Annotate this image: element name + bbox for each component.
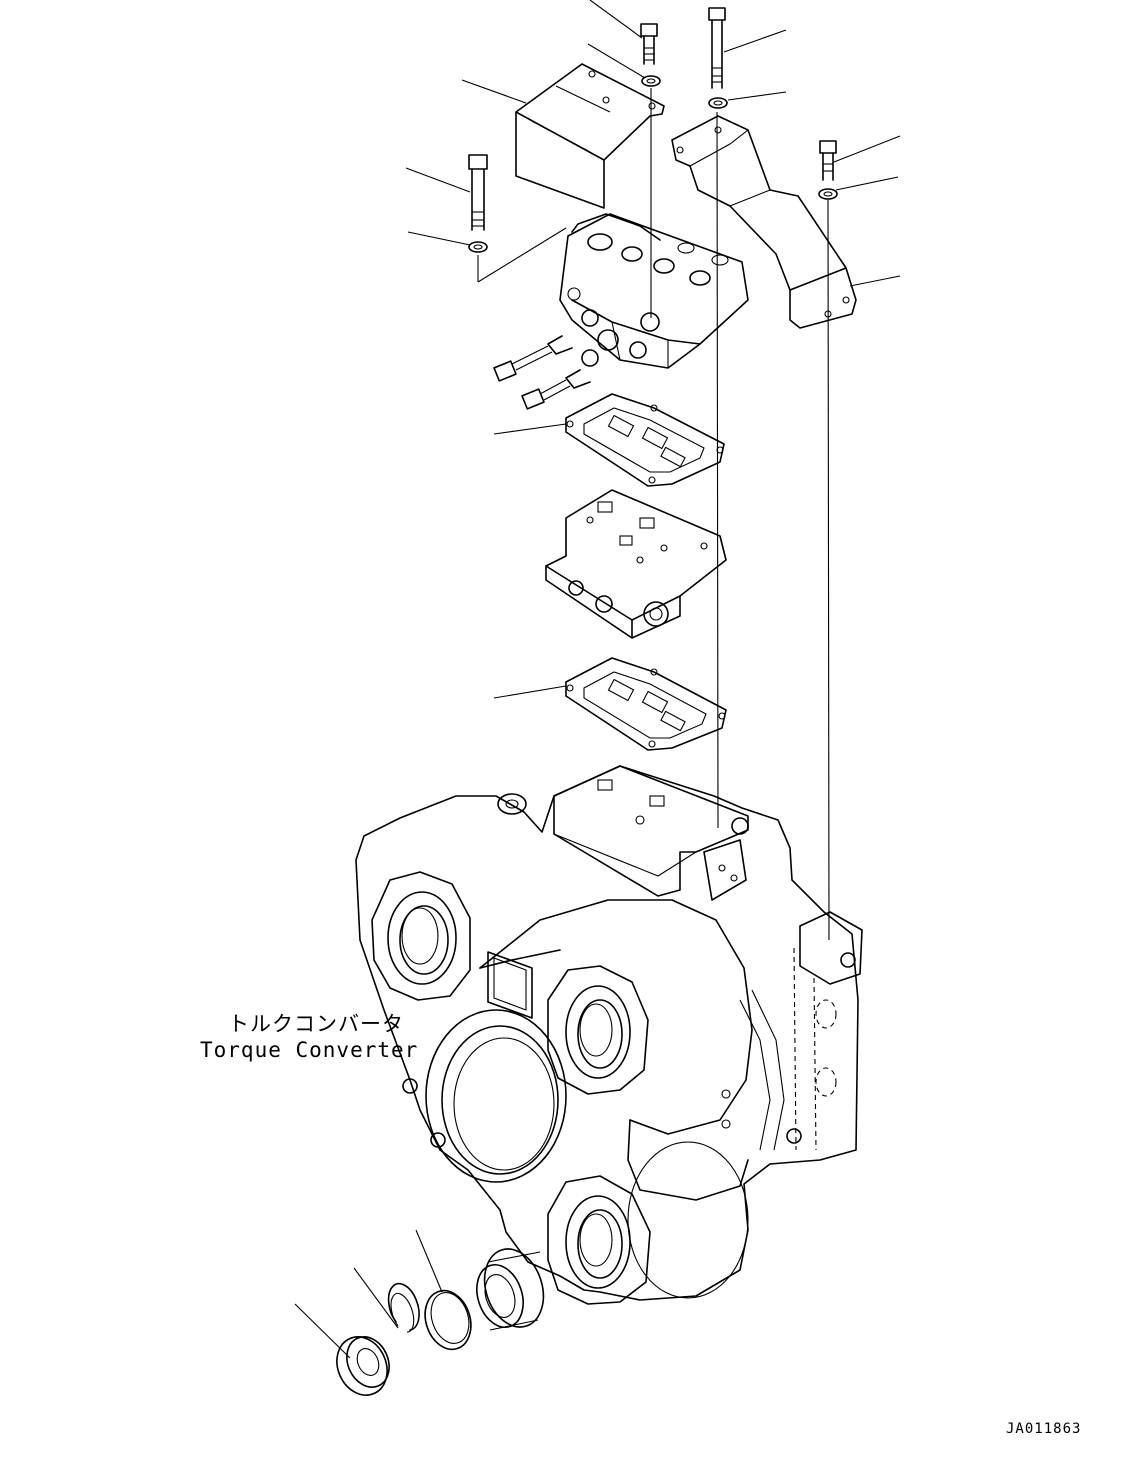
snap-ring-icon: [424, 1289, 472, 1351]
washer-icon: [708, 97, 728, 109]
bearing-icon: [476, 1248, 545, 1331]
bolt-icon: [708, 7, 726, 89]
washer-icon: [641, 75, 661, 87]
leader-line-washer-top-mid: [727, 91, 787, 101]
seal-icon: [336, 1336, 390, 1396]
washer-icon: [468, 241, 488, 253]
leader-line-bolt-right: [833, 135, 901, 163]
leader-line-seal: [294, 1303, 351, 1359]
fasteners: [468, 7, 838, 253]
leader-lines: [294, 0, 901, 1359]
torque-converter-label-en: Torque Converter: [200, 1038, 419, 1062]
leader-line-snap-ring: [353, 1267, 399, 1329]
snap-ring-icon: [387, 1282, 420, 1333]
bolt-icon: [640, 23, 658, 65]
leader-line-washer-right: [835, 176, 899, 191]
leader-line-washer-top-left: [587, 43, 646, 79]
leader-line-cover-left: [461, 79, 527, 104]
leader-line-washer-left: [407, 231, 471, 246]
bolt-icon: [468, 154, 488, 231]
valve-icon: [493, 213, 749, 410]
gasket-icon: [565, 393, 725, 487]
torque-converter-label-jp: トルクコンバータ: [228, 1012, 404, 1036]
leader-line-bolt-top-mid: [723, 29, 787, 53]
drawing-code: JA011863: [1006, 1421, 1082, 1437]
axis-left-bolt-link: [477, 227, 567, 283]
washer-icon: [818, 188, 838, 200]
leader-line-ring: [415, 1229, 443, 1293]
leader-line-gasket-upper: [493, 423, 567, 435]
bracket-icon: [515, 63, 665, 209]
leader-line-gasket-lower: [493, 685, 567, 699]
valve-icon: [545, 489, 727, 639]
assembly-axes: [477, 88, 830, 941]
leader-line-bolt-top-left: [589, 0, 643, 39]
leader-line-bolt-long-left: [405, 167, 471, 193]
case-icon: [355, 765, 863, 1305]
axis-right-bolt: [827, 199, 830, 941]
axis-top-mid-bolt: [716, 111, 719, 829]
bracket-icon: [671, 115, 857, 329]
gasket-icon: [565, 657, 727, 751]
leader-line-bracket-right: [849, 275, 901, 287]
bolt-icon: [819, 140, 837, 181]
